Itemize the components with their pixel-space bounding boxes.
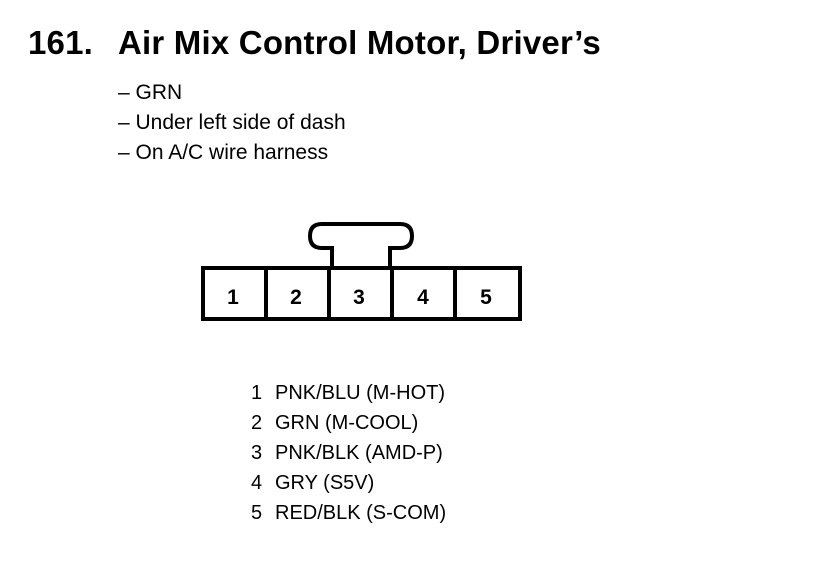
cavity-number-2: 2 — [290, 286, 302, 309]
connector-body — [201, 266, 522, 321]
note-location: – Under left side of dash — [118, 111, 346, 134]
pin-wire: PNK/BLU (M-HOT) — [275, 382, 445, 404]
cavity-number-3: 3 — [353, 286, 365, 309]
cavity-number-5: 5 — [480, 286, 492, 309]
pin-wire: RED/BLK (S-COM) — [275, 502, 447, 524]
title-text: Air Mix Control Motor, Driver’s — [118, 24, 601, 61]
pin-wire: GRY (S5V) — [275, 472, 375, 494]
title-number: 161. — [28, 24, 94, 61]
pin-number: 1 — [251, 382, 263, 404]
pinout-list: 1 PNK/BLU (M-HOT) 2 GRN (M-COOL) 3 PNK/BLK … — [251, 378, 446, 528]
pin-number: 4 — [251, 472, 263, 494]
pinout-row: 5 RED/BLK (S-COM) — [251, 498, 446, 528]
note-color: – GRN — [118, 81, 183, 104]
pinout-row: 3 PNK/BLK (AMD-P) — [251, 438, 446, 468]
pin-wire: GRN (M-COOL) — [275, 412, 419, 434]
pin-wire: PNK/BLK (AMD-P) — [275, 442, 443, 464]
pinout-row: 2 GRN (M-COOL) — [251, 408, 446, 438]
cavity-number-4: 4 — [417, 286, 429, 309]
pin-number: 3 — [251, 442, 263, 464]
pin-number: 2 — [251, 412, 263, 434]
cavity-number-1: 1 — [227, 286, 239, 309]
connector-notes: – GRN – Under left side of dash – On A/C… — [118, 78, 346, 168]
note-harness: – On A/C wire harness — [118, 141, 329, 164]
pin-number: 5 — [251, 502, 263, 524]
page-title: 161. Air Mix Control Motor, Driver’s — [28, 24, 601, 62]
pinout-row: 1 PNK/BLU (M-HOT) — [251, 378, 446, 408]
connector-lock-tab — [307, 222, 415, 268]
pinout-row: 4 GRY (S5V) — [251, 468, 446, 498]
